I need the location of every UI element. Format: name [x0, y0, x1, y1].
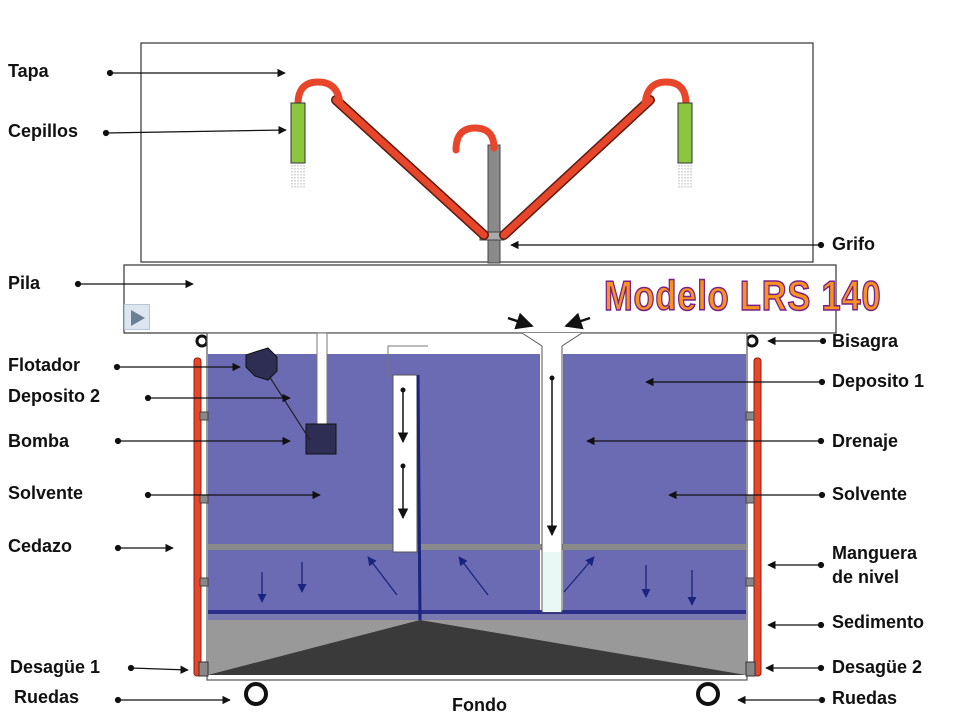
model-title: Modelo LRS 140: [603, 271, 882, 320]
flow-arrows: [257, 556, 697, 606]
right-level-hose: [753, 357, 762, 677]
left-brush-bristles: [291, 165, 305, 188]
right-brush-hook: [641, 78, 690, 105]
right-pointers: [510, 240, 827, 705]
label-solvente-right: Solvente: [832, 484, 908, 504]
sloped-bottom: [208, 620, 746, 675]
faucet-pipe: [487, 144, 501, 264]
play-button[interactable]: [124, 304, 150, 330]
lower-liquid: [208, 550, 540, 612]
level-tube: [392, 374, 418, 553]
label-tapa: Tapa: [8, 61, 49, 81]
label-bomba: Bomba: [8, 431, 70, 451]
drain-1: [198, 661, 209, 677]
label-grifo: Grifo: [832, 234, 875, 254]
left-pointers: [74, 68, 321, 705]
label-desague-2: Desagüe 2: [832, 657, 923, 677]
label-bisagra: Bisagra: [832, 331, 899, 351]
label-ruedas-right: Ruedas: [832, 688, 898, 708]
label-cedazo: Cedazo: [8, 536, 73, 556]
label-deposito-2: Deposito 2: [8, 386, 101, 406]
faucet-hook: [452, 124, 498, 154]
label-pila: Pila: [8, 273, 41, 293]
label-sedimento: Sedimento: [832, 612, 925, 632]
label-drenaje: Drenaje: [832, 431, 899, 451]
label-solvente-left: Solvente: [8, 483, 84, 503]
play-icon: [131, 310, 145, 326]
label-cepillos: Cepillos: [8, 121, 79, 141]
label-ruedas-left: Ruedas: [14, 687, 80, 707]
right-brush: [677, 102, 693, 164]
label-deposito-1: Deposito 1: [832, 371, 925, 391]
drain-2: [745, 661, 756, 677]
sieve: [208, 544, 746, 550]
left-brush-hook: [294, 78, 344, 105]
label-manguera: Manguera de nivel: [832, 543, 918, 587]
float: [245, 347, 278, 381]
left-level-hose: [193, 357, 202, 677]
left-hinge: [195, 334, 209, 348]
pump: [305, 423, 337, 455]
deposit-1-liquid: [563, 354, 746, 544]
label-fondo: Fondo: [452, 695, 507, 715]
left-wheel: [244, 682, 268, 706]
sink: [123, 264, 837, 334]
right-wheel: [696, 682, 720, 706]
pump-pipe: [316, 332, 328, 426]
deposit-2-liquid: [208, 354, 540, 544]
label-desague-1: Desagüe 1: [10, 657, 101, 677]
right-brush-bristles: [678, 165, 692, 188]
right-hinge: [745, 334, 759, 348]
label-flotador: Flotador: [8, 355, 80, 375]
left-brush: [290, 102, 306, 164]
